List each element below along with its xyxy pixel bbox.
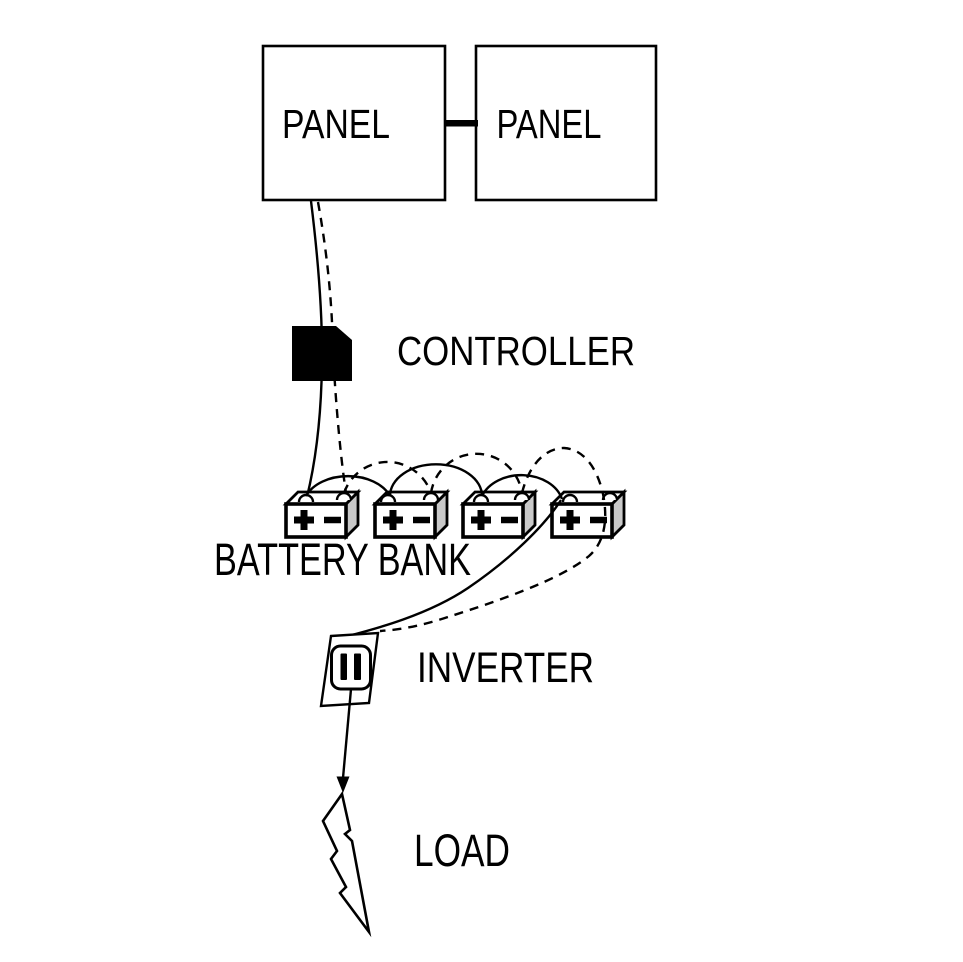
battery-terminal-bump-positive [472, 493, 490, 503]
panel-left-box [261, 44, 447, 202]
controller-label: CONTROLLER [397, 328, 635, 374]
battery-1 [282, 488, 362, 541]
battery-plus-symbol [294, 510, 314, 530]
inverter-label: INVERTER [417, 644, 594, 692]
inverter-slot-right [354, 653, 361, 680]
battery-terminal-bump-positive [379, 493, 397, 503]
battery-terminal-bump-positive [561, 493, 579, 503]
battery-plus-symbol [471, 510, 491, 530]
wire-battery-to-inverter-solid [347, 499, 563, 638]
battery-link-arc-solid-1 [304, 474, 392, 497]
battery-plus-symbol [383, 510, 403, 530]
battery-bank-label: BATTERY BANK [214, 534, 471, 585]
battery-link-arc-solid-3 [480, 473, 564, 500]
battery-2 [371, 488, 451, 541]
battery-terminal-bump-negative [335, 491, 353, 501]
controller-block [292, 326, 352, 381]
arrowhead-down-icon [336, 776, 350, 793]
battery-link-arc-dashed-1 [342, 460, 433, 494]
battery-4 [548, 488, 628, 541]
lightning-bolt-icon [321, 790, 372, 938]
battery-terminal-bump-negative [422, 491, 440, 501]
inverter-outlet [330, 644, 372, 691]
inverter-slot-left [340, 653, 347, 680]
battery-plus-symbol [560, 510, 580, 530]
load-label: LOAD [414, 825, 510, 876]
panel-right-box [474, 44, 658, 202]
panel-left-label: PANEL [282, 101, 390, 147]
battery-link-arc-dashed-2 [429, 452, 524, 494]
panel-right-label: PANEL [497, 101, 602, 147]
battery-terminal-bump-positive [297, 493, 315, 503]
battery-3 [459, 488, 539, 541]
wire-battery-to-inverter-dashed [379, 446, 607, 633]
panel-connector-bar [444, 120, 478, 127]
battery-link-arc-solid-2 [388, 463, 484, 497]
wire-inverter-to-load [341, 688, 353, 779]
battery-terminal-bump-negative [513, 491, 531, 501]
